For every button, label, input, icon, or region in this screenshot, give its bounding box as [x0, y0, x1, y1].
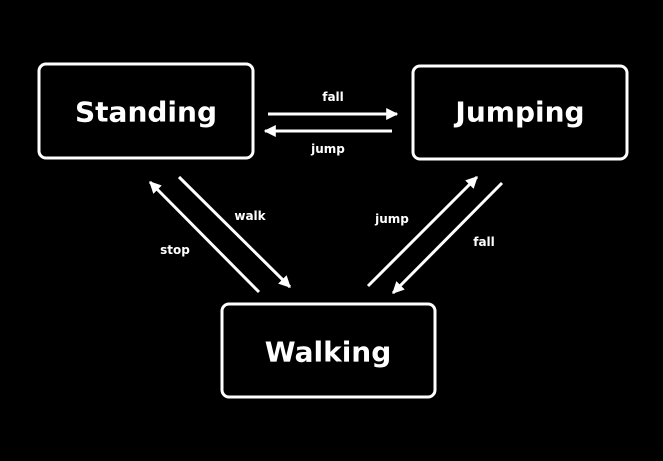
state-jumping-box — [411, 64, 629, 161]
edge-walking-to-standing — [148, 180, 261, 294]
state-standing-label: Standing — [75, 96, 217, 129]
state-walking-label: Walking — [265, 336, 392, 369]
edge-jumping-to-walking — [391, 181, 504, 295]
edge-label-jumping-to-standing: jump — [310, 142, 345, 156]
edge-standing-to-walking — [177, 175, 292, 289]
edge-label-standing-to-walking: walk — [234, 209, 266, 223]
state-jumping-label: Jumping — [453, 96, 584, 129]
edge-walking-to-jumping — [366, 175, 479, 288]
edge-label-jumping-to-walking: fall — [473, 235, 495, 249]
state-standing: Standing — [37, 62, 255, 160]
state-standing-box — [37, 62, 255, 160]
edge-label-walking-to-standing: stop — [160, 243, 190, 257]
state-walking: Walking — [220, 302, 437, 399]
state-walking-box — [220, 302, 437, 399]
edge-label-walking-to-jumping: jump — [374, 212, 409, 226]
edge-label-standing-to-jumping: fall — [322, 90, 344, 104]
state-jumping: Jumping — [411, 64, 629, 161]
